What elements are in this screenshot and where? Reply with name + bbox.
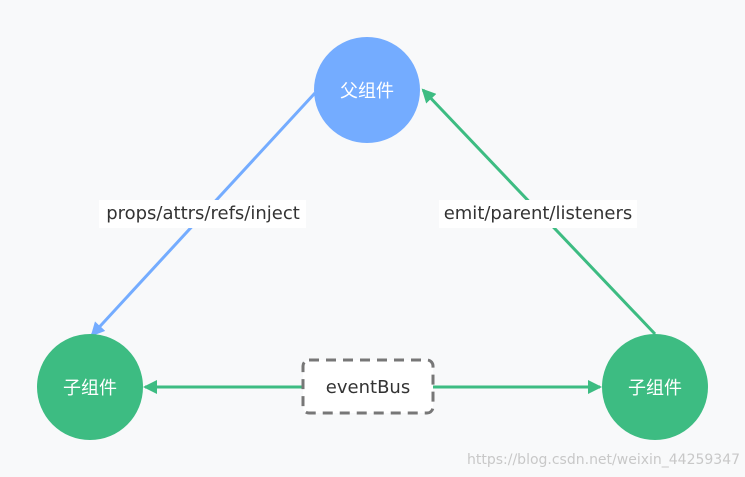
child-to-parent-label-bg (439, 200, 637, 228)
parent-node-label: 父组件 (340, 81, 394, 102)
right-child-node-label: 子组件 (628, 378, 682, 399)
left-child-node-label: 子组件 (63, 378, 117, 399)
parent-to-child-label: props/attrs/refs/inject (106, 203, 300, 224)
left-child-node (37, 334, 143, 440)
parent-node (314, 37, 420, 143)
right-child-node (602, 334, 708, 440)
event-bus-box (301, 358, 435, 415)
watermark-text: https://blog.csdn.net/weixin_44259347 (467, 452, 740, 468)
event-bus-label: eventBus (326, 377, 410, 398)
child-to-parent-label: emit/parent/listeners (444, 203, 633, 224)
parent-to-child-label-bg (99, 200, 306, 228)
